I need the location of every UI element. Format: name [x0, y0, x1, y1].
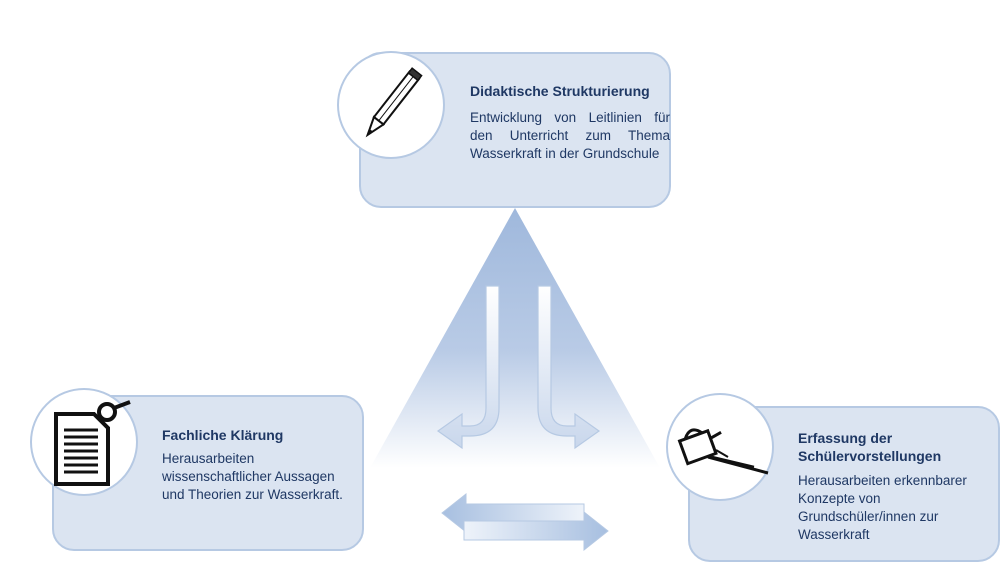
node-top-description: Entwicklung von Leitlinien für den Unter…	[470, 110, 670, 161]
curved-arrow-left	[436, 285, 500, 450]
node-top-circle	[337, 51, 445, 159]
curved-arrow-right	[537, 285, 601, 450]
pencil-icon	[365, 67, 423, 138]
node-right-description: Herausarbeiten erkennbarer Konzepte von …	[798, 473, 967, 542]
document-magnifier-icon	[54, 400, 131, 486]
watering-can-icon	[677, 428, 769, 475]
node-left-description: Herausarbeiten wissenschaftlicher Aussag…	[162, 451, 343, 502]
triangle-shape	[370, 208, 660, 468]
node-left-circle	[30, 388, 138, 496]
node-left-title: Fachliche Klärung	[162, 427, 284, 443]
node-right-circle	[666, 393, 774, 501]
node-right-title: Erfassung der Schülervorstellungen	[798, 430, 942, 464]
horizontal-arrow-right	[463, 510, 609, 552]
node-top-title: Didaktische Strukturierung	[470, 83, 650, 99]
